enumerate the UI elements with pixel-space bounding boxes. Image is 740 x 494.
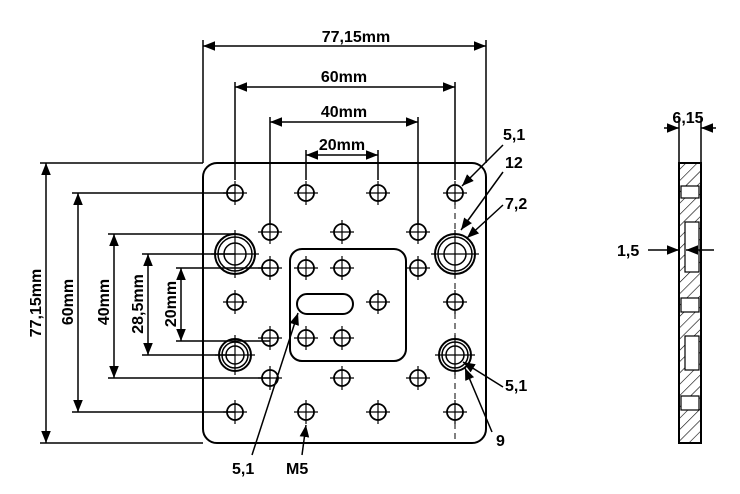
hole — [330, 256, 354, 280]
hole — [366, 400, 390, 424]
extension-lines — [40, 40, 487, 444]
callout-dia-7-2: 7,2 — [505, 196, 527, 213]
hole — [294, 326, 318, 350]
plate-front-view — [202, 162, 487, 444]
dim-step: 1,5 — [617, 243, 639, 260]
hole — [366, 181, 390, 205]
callout-hole-5-1-top: 5,1 — [503, 127, 525, 144]
dim-40-vertical: 40mm — [96, 279, 113, 325]
hole — [330, 220, 354, 244]
callout-hole-5-1-bottom: 5,1 — [505, 378, 527, 395]
dim-60-vertical: 60mm — [60, 279, 77, 325]
small-holes — [223, 181, 467, 424]
hole — [443, 290, 467, 314]
hole — [294, 181, 318, 205]
hole — [294, 400, 318, 424]
hole — [330, 366, 354, 390]
counterbored-hole — [431, 230, 479, 278]
hole — [294, 256, 318, 280]
callout-dia-9: 9 — [496, 433, 505, 450]
dim-20-horizontal: 20mm — [319, 137, 365, 154]
callout-dia-12: 12 — [505, 155, 523, 172]
hole — [366, 290, 390, 314]
plate-outline — [202, 162, 487, 444]
hole — [223, 290, 247, 314]
counterbored-holes — [211, 230, 479, 375]
dim-thickness: 6,15 — [672, 110, 703, 127]
dim-overall-width: 77,15mm — [322, 29, 391, 46]
center-window — [289, 248, 407, 362]
callout-slot-5-1: 5,1 — [232, 461, 254, 478]
dim-20-vertical: 20mm — [163, 281, 180, 327]
counterbored-hole — [435, 335, 475, 375]
dim-overall-height: 77,15mm — [28, 269, 45, 338]
hole — [443, 400, 467, 424]
callout-thread-m5: M5 — [286, 461, 308, 478]
slot — [296, 293, 354, 315]
dimension-lines — [41, 41, 486, 443]
hole — [443, 181, 467, 205]
side-view — [648, 118, 716, 444]
dim-28-5-vertical: 28,5mm — [130, 274, 147, 334]
callout-leaders — [251, 144, 504, 456]
hole — [330, 326, 354, 350]
dim-40-horizontal: 40mm — [321, 104, 367, 121]
hole — [406, 256, 430, 280]
hole — [406, 366, 430, 390]
dim-60-horizontal: 60mm — [321, 69, 367, 86]
hole — [258, 326, 282, 350]
